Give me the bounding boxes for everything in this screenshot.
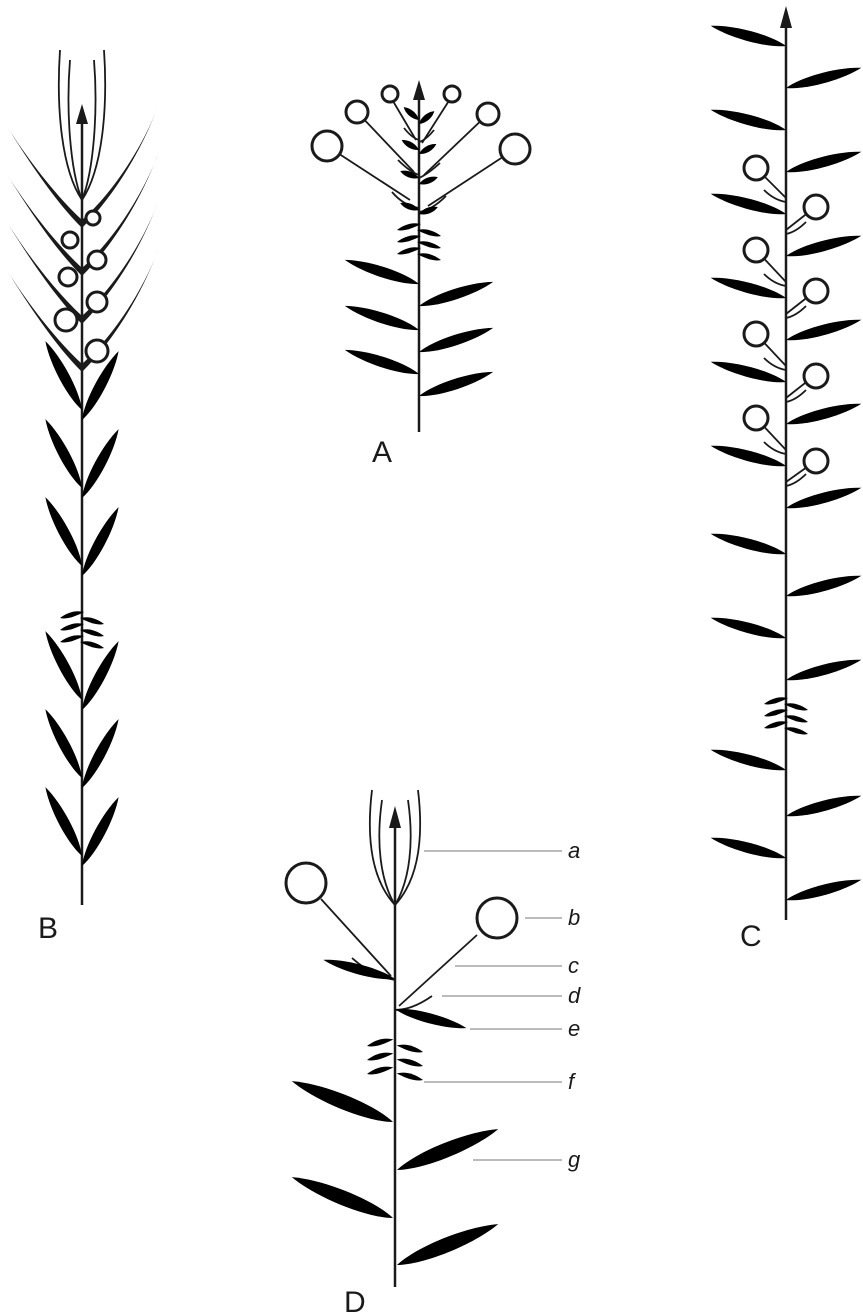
callout-g: g — [568, 1147, 581, 1172]
callout-f: f — [568, 1069, 577, 1094]
panel-label-a: A — [372, 436, 392, 469]
callout-a: a — [568, 838, 580, 863]
callout-c: c — [568, 953, 579, 978]
panel-label-c: C — [740, 920, 762, 953]
panel-a: A — [312, 80, 530, 469]
panel-label-d: D — [344, 1286, 366, 1316]
panel-label-b: B — [38, 912, 58, 945]
callout-e: e — [568, 1016, 580, 1041]
panel-d: a b c d e f g D — [286, 790, 581, 1316]
panel-c: C — [709, 6, 862, 953]
callout-d: d — [568, 983, 581, 1008]
panel-b: B — [8, 50, 158, 945]
callout-b: b — [568, 905, 580, 930]
